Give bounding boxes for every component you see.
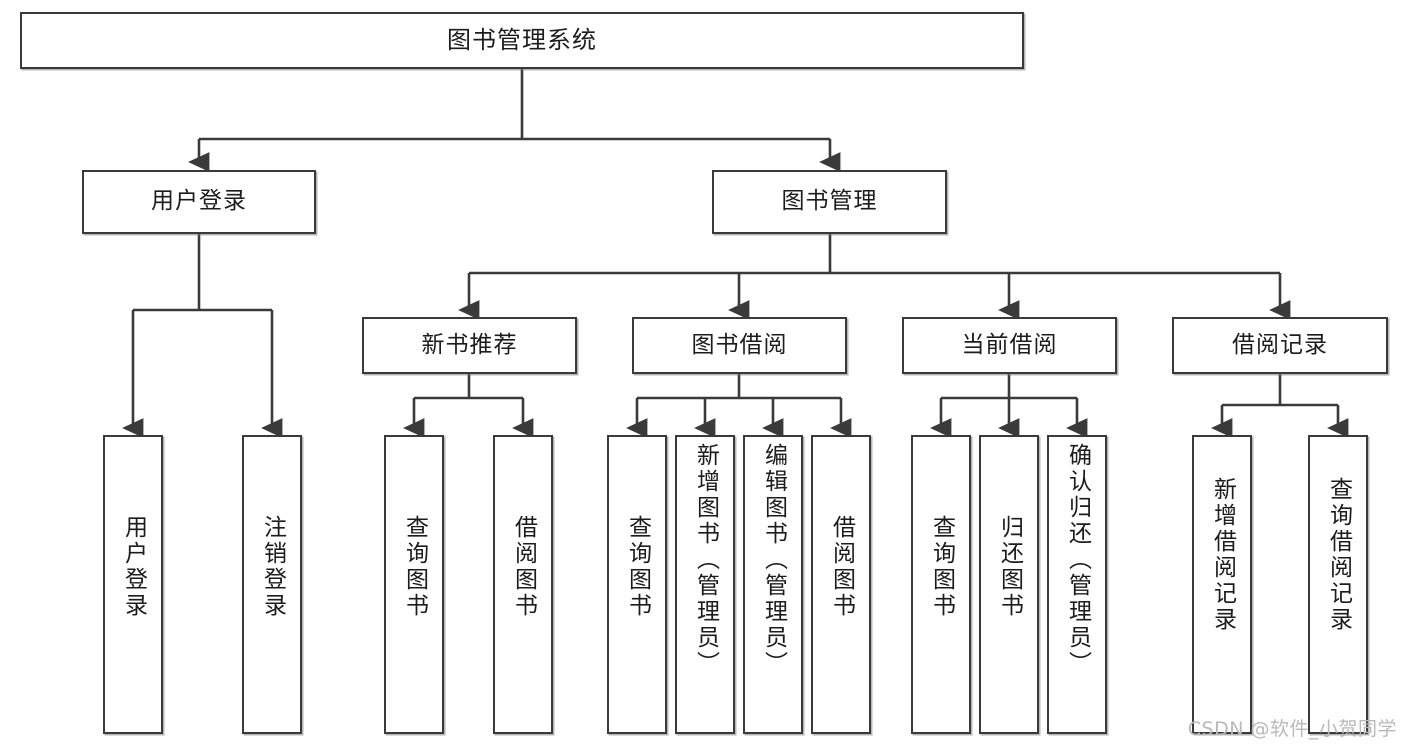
node-book-borrow[interactable]: 图书借阅 (632, 317, 847, 374)
node-label: 借阅记录 (1232, 331, 1328, 358)
leaf-current-borrow-return[interactable]: 归还图书 (979, 435, 1039, 734)
leaf-user-login-signout[interactable]: 注销登录 (242, 435, 302, 734)
node-root-system[interactable]: 图书管理系统 (20, 12, 1024, 69)
node-label: 查询图书 (928, 515, 955, 619)
leaf-current-borrow-confirm[interactable]: 确认归还（管理员） (1047, 435, 1107, 734)
node-label: 查询图书 (624, 515, 651, 619)
csdn-watermark: CSDN @软件_小贺同学 (1187, 718, 1397, 740)
node-new-book-recommend[interactable]: 新书推荐 (362, 317, 577, 374)
leaf-new-book-borrow[interactable]: 借阅图书 (493, 435, 553, 734)
leaf-borrow-record-add[interactable]: 新增借阅记录 (1192, 435, 1252, 734)
node-current-borrow[interactable]: 当前借阅 (902, 317, 1117, 374)
node-label: 借阅图书 (510, 515, 537, 619)
leaf-borrow-record-query[interactable]: 查询借阅记录 (1308, 435, 1368, 734)
node-label: 用户登录 (120, 515, 147, 619)
node-label: 当前借阅 (961, 331, 1058, 358)
node-label: 编辑图书（管理员） (760, 443, 787, 677)
leaf-book-borrow-edit[interactable]: 编辑图书（管理员） (743, 435, 803, 734)
node-label: 注销登录 (259, 515, 286, 619)
leaf-new-book-query[interactable]: 查询图书 (384, 435, 444, 734)
leaf-book-borrow-query[interactable]: 查询图书 (607, 435, 667, 734)
node-label: 图书借阅 (691, 331, 788, 358)
node-label: 查询借阅记录 (1325, 477, 1352, 633)
leaf-book-borrow-lend[interactable]: 借阅图书 (811, 435, 871, 734)
node-label: 新增借阅记录 (1209, 477, 1236, 633)
node-borrow-record[interactable]: 借阅记录 (1172, 317, 1388, 374)
node-label: 新书推荐 (421, 331, 518, 358)
leaf-user-login-signin[interactable]: 用户登录 (103, 435, 163, 734)
node-label: 归还图书 (996, 515, 1023, 619)
leaf-current-borrow-query[interactable]: 查询图书 (911, 435, 971, 734)
node-book-management[interactable]: 图书管理 (712, 170, 947, 234)
node-label: 用户登录 (151, 188, 247, 215)
leaf-book-borrow-add[interactable]: 新增图书（管理员） (675, 435, 735, 734)
node-label: 确认归还（管理员） (1064, 443, 1091, 677)
node-label: 查询图书 (401, 515, 428, 619)
node-label: 图书管理系统 (447, 26, 597, 55)
node-user-login[interactable]: 用户登录 (82, 170, 316, 234)
node-label: 借阅图书 (828, 515, 855, 619)
node-label: 新增图书（管理员） (692, 443, 719, 677)
node-label: 图书管理 (781, 188, 878, 215)
